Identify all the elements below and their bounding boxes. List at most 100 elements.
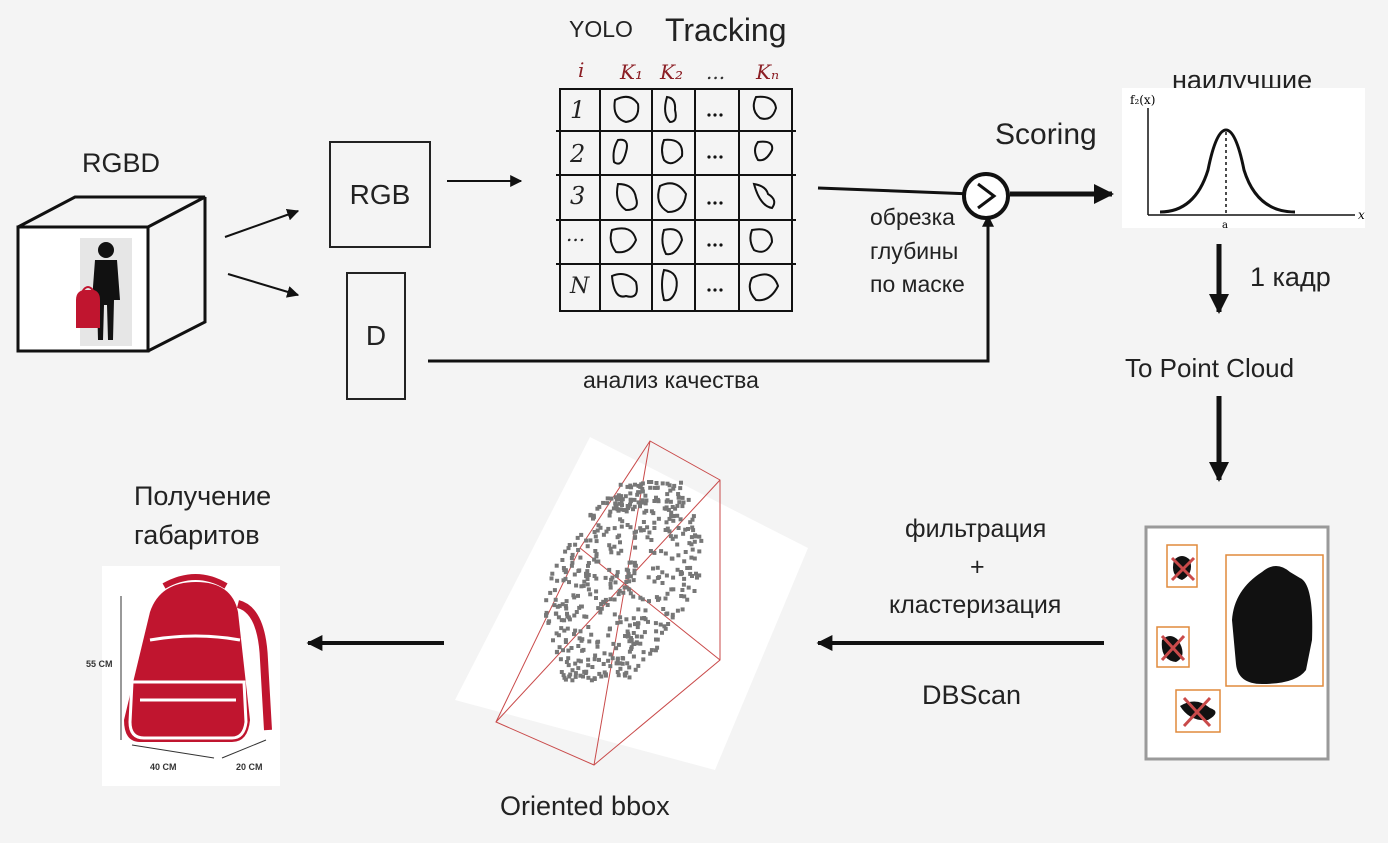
cloud-point (579, 532, 584, 537)
filter-label-1: фильтрация (905, 515, 1047, 543)
cloud-point (675, 503, 680, 508)
oriented-bbox-label: Oriented bbox (500, 791, 670, 821)
cloud-point (636, 621, 640, 626)
cloud-point (605, 501, 610, 506)
cluster-boxes (1156, 544, 1324, 733)
cloud-point (601, 599, 606, 604)
cloud-point (636, 663, 641, 668)
cloud-point (683, 527, 688, 532)
cloud-point (551, 638, 555, 643)
cloud-point (678, 486, 683, 491)
cloud-point (654, 629, 659, 634)
cloud-point (644, 498, 649, 503)
cloud-point (625, 661, 630, 666)
cloud-point (655, 497, 660, 502)
cloud-point (555, 578, 560, 583)
cloud-point (644, 508, 649, 513)
cloud-point (665, 526, 670, 531)
cloud-point (654, 481, 659, 485)
cloud-point (668, 488, 673, 493)
cloud-point (605, 603, 610, 607)
cloud-point (618, 517, 623, 522)
cloud-point (594, 539, 599, 544)
cloud-point (614, 495, 618, 500)
cloud-point (665, 611, 670, 616)
cloud-point (641, 650, 646, 655)
cloud-point (640, 489, 645, 494)
cloud-point (578, 555, 583, 560)
mask-blobs (609, 95, 780, 302)
cloud-point (624, 567, 629, 572)
arrow-to-rgb (224, 208, 300, 238)
cloud-point (622, 585, 627, 590)
cloud-point (655, 485, 660, 490)
cloud-point (593, 534, 598, 539)
depth-label: D (365, 320, 387, 351)
cloud-point (561, 673, 566, 678)
crop-label-1: обрезка (870, 204, 955, 230)
cloud-point (660, 630, 664, 635)
cloud-point (670, 505, 675, 509)
yolo-label: YOLO (569, 16, 633, 42)
cloud-point (691, 528, 696, 533)
cloud-point (676, 495, 681, 500)
cloud-point (591, 513, 596, 518)
cloud-point (699, 538, 704, 543)
backpack-cluster (1232, 566, 1313, 684)
cloud-point (656, 516, 661, 521)
cloud-point (649, 648, 654, 653)
cloud-point (617, 588, 622, 593)
cloud-point (652, 526, 657, 530)
cloud-point (631, 616, 636, 621)
cloud-point (554, 563, 559, 568)
cloud-point (653, 648, 658, 653)
cloud-point (617, 501, 622, 506)
cloud-point (681, 531, 686, 536)
cloud-point (607, 513, 612, 518)
cloud-point (647, 530, 652, 535)
cloud-point (598, 610, 603, 615)
one-frame-label: 1 кадр (1250, 262, 1331, 292)
dbscan-label: DBScan (922, 680, 1022, 710)
cloud-point (615, 620, 620, 625)
cloud-point (682, 594, 687, 599)
cloud-point (566, 648, 571, 653)
cloud-point (599, 602, 604, 606)
cloud-point (595, 644, 600, 649)
cloud-point (544, 598, 549, 603)
cloud-point (599, 606, 604, 611)
cloud-point (627, 649, 632, 654)
cloud-point (612, 526, 617, 531)
cloud-point (680, 504, 685, 509)
cloud-point (660, 581, 665, 585)
cloud-point (581, 583, 586, 588)
cloud-point (633, 535, 638, 540)
cloud-point (655, 565, 660, 570)
dims-label-2: габаритов (134, 520, 260, 550)
cloud-point (594, 559, 599, 564)
cloud-point (671, 587, 676, 592)
cloud-point (627, 623, 632, 628)
cloud-point (636, 490, 641, 495)
cloud-point (668, 499, 673, 504)
cloud-point (601, 532, 606, 537)
cloud-point (625, 629, 630, 634)
cloud-point (577, 605, 582, 610)
cloud-point (576, 644, 581, 648)
cloud-point (632, 571, 637, 576)
cloud-point (640, 597, 645, 602)
cloud-point (631, 631, 636, 635)
cloud-point (574, 583, 579, 588)
cloud-point (655, 576, 660, 580)
cloud-point (584, 574, 589, 579)
cloud-point (685, 597, 690, 602)
cloud-point (616, 592, 621, 597)
cloud-point (671, 514, 676, 518)
cloud-point (573, 628, 578, 633)
cloud-point (623, 494, 628, 499)
cloud-point (606, 658, 611, 663)
cloud-point (662, 506, 667, 511)
cloud-point (695, 575, 699, 580)
table-row-id: 3 (570, 182, 586, 210)
cloud-point (632, 504, 637, 509)
